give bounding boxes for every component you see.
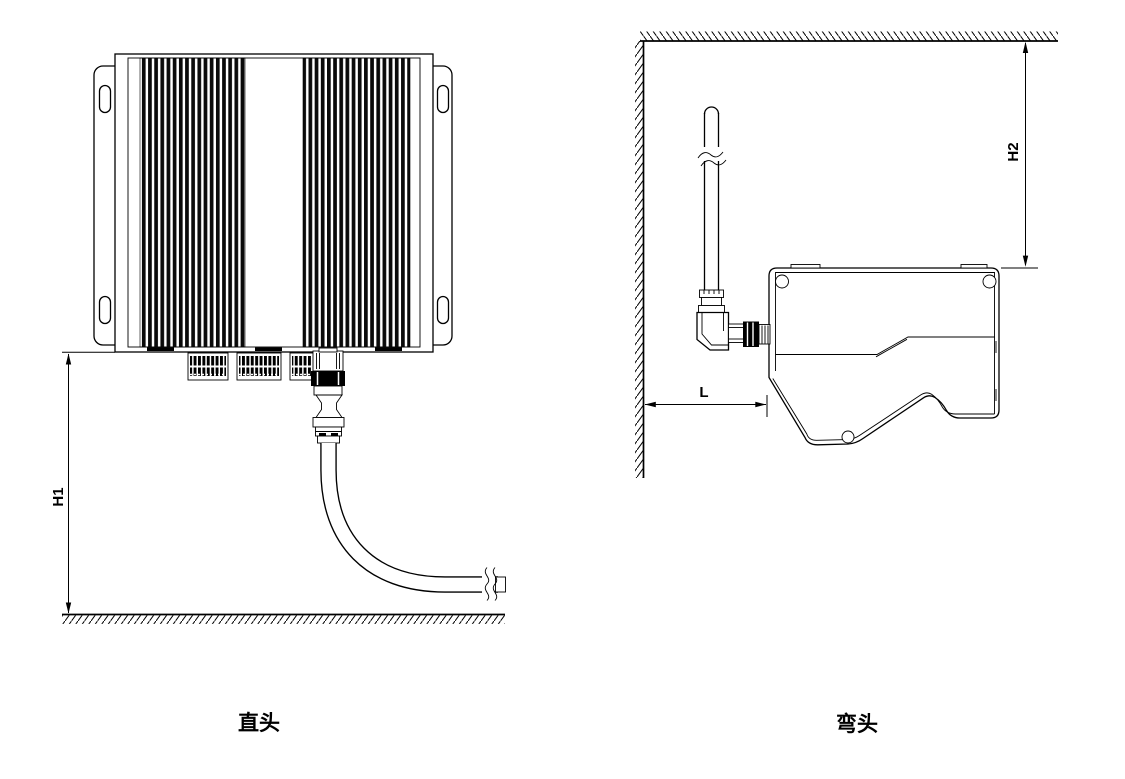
screw-icon	[841, 430, 855, 444]
ceiling-hatching	[640, 31, 1058, 41]
arrow-left-icon	[644, 401, 656, 408]
terminal-blocks	[187, 352, 315, 381]
fin-bank-left	[139, 57, 246, 348]
mounting-slot	[436, 295, 450, 325]
arrow-down-icon	[65, 602, 72, 614]
sensor-body	[768, 264, 1000, 446]
screw-icon	[775, 274, 789, 289]
connector-nut	[311, 371, 345, 386]
arrow-up-icon	[1022, 41, 1029, 53]
arrow-down-icon	[1022, 255, 1029, 267]
cable	[320, 443, 506, 603]
ground	[62, 613, 505, 624]
threaded-collar	[758, 324, 771, 345]
dimension-l: L	[644, 384, 768, 417]
mounting-slot	[98, 295, 112, 325]
elbow-arm	[728, 323, 745, 343]
terminal-block	[187, 352, 229, 381]
caption-straight: 直头	[238, 712, 280, 735]
ceiling	[640, 31, 1058, 42]
terminal-block	[236, 352, 282, 381]
cable-end	[495, 576, 506, 593]
cable-break-icon	[484, 567, 490, 601]
heatsink-inner-edge	[127, 57, 421, 348]
bottom-port-mark	[255, 347, 282, 351]
cable-break-icon	[700, 159, 727, 167]
straight-connector-figure: H1 直头	[50, 53, 506, 735]
screw-icon	[982, 274, 997, 289]
dimension-h1: H1	[50, 351, 115, 614]
ground-hatching	[62, 615, 505, 624]
arrow-right-icon	[755, 401, 767, 408]
bottom-port-mark	[375, 347, 402, 351]
fin-bank-right	[302, 57, 411, 348]
arrow-up-icon	[65, 353, 72, 365]
connector-plug-body	[312, 385, 345, 444]
terminal-block	[289, 352, 315, 381]
elbow-connector-figure: H2 L 弯头	[635, 31, 1058, 736]
mounting-slot	[98, 84, 112, 114]
wall	[635, 41, 645, 478]
connector-nut	[743, 321, 759, 347]
straight-cable-connector	[311, 347, 345, 444]
top-tab	[960, 264, 988, 269]
cable-end-cap	[703, 106, 720, 115]
wall-hatching	[635, 41, 643, 478]
elbow-cable-connector	[696, 289, 771, 351]
sensor-inner-edge	[775, 272, 995, 414]
top-tab	[790, 264, 821, 269]
connector-socket	[312, 350, 344, 372]
h1-dimension-label: H1	[50, 487, 67, 506]
mounting-slot	[436, 84, 450, 114]
sensor-inner-edge	[772, 378, 995, 441]
cable-break-icon	[697, 151, 724, 159]
bottom-port-mark	[147, 347, 174, 351]
l-dimension-label: L	[699, 384, 708, 401]
cable	[697, 106, 727, 290]
dimension-h2: H2	[1001, 41, 1038, 269]
controller-box	[93, 53, 453, 353]
cable-break-icon	[492, 567, 498, 601]
caption-elbow: 弯头	[836, 712, 878, 736]
h2-dimension-label: H2	[1005, 142, 1022, 161]
sensor-outline	[768, 267, 1000, 446]
sensor-ridge-line	[775, 336, 995, 355]
